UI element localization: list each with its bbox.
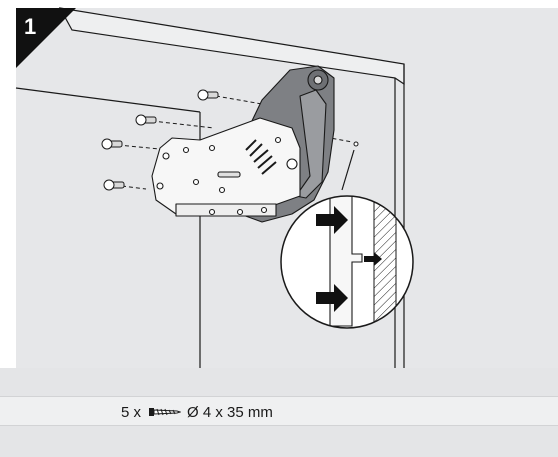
cabinet <box>15 7 405 368</box>
step-badge: 1 <box>16 8 76 68</box>
detail-leader <box>341 149 355 191</box>
cabinet-top-edge <box>58 7 405 86</box>
plate-holes <box>156 136 298 216</box>
mounting-plate <box>151 117 301 215</box>
step-badge-shape <box>16 8 76 68</box>
caption-band-top <box>0 368 558 396</box>
screw-size: Ø 4 x 35 mm <box>187 403 273 421</box>
lift-mechanism <box>151 65 335 223</box>
mechanism-arm <box>295 89 327 199</box>
detail-arrow-upper <box>316 206 348 234</box>
plate-lower-rail <box>175 203 277 217</box>
screw-2 <box>135 114 215 129</box>
screw-1 <box>197 89 263 105</box>
caption-band-bottom <box>0 426 558 457</box>
caption-band-spec <box>0 396 558 426</box>
step-number: 1 <box>24 14 36 39</box>
detail-circle-outline <box>280 195 414 329</box>
cabinet-back-edge <box>15 87 201 113</box>
detail-arrow-small <box>364 252 382 266</box>
detail-magnifier <box>280 195 414 329</box>
screw-4 <box>103 179 147 191</box>
screw-quantity: 5 x <box>121 403 142 421</box>
mechanism-spring <box>245 139 277 175</box>
screw-spec: 5 x Ø 4 x 35 mm <box>121 402 273 422</box>
screw-icon <box>149 408 182 416</box>
plate-slot <box>217 171 241 178</box>
detail-arrow-lower <box>316 284 348 312</box>
